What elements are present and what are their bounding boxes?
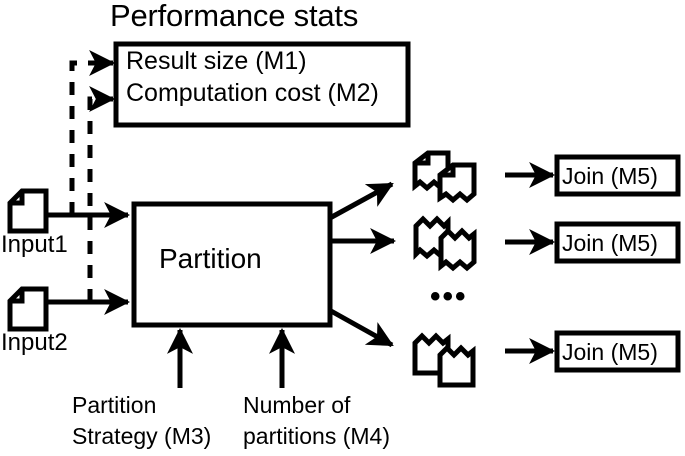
number-of-partitions-label-line2: partitions (M4) [243,423,390,449]
feedback-dashed-line-2 [87,86,116,302]
ellipsis-more-partitions: ••• [430,280,468,313]
join-box-outline-3 [554,330,681,373]
partition-strategy-label-line1: Partition [72,392,157,418]
document-icon-input2 [7,286,49,332]
document-icon-input1 [7,188,49,234]
stats-metric-result-size: Result size (M1) [126,47,307,75]
performance-stats-box-outline [113,41,411,128]
join-box-label-3: Join (M5) [562,339,658,365]
number-of-partitions-label-line1: Number of [243,392,351,418]
input2-label: Input2 [1,329,68,356]
page-title: Performance stats [110,0,359,33]
partition-strategy-label-line2: Strategy (M3) [72,423,212,449]
stats-metric-computation-cost: Computation cost (M2) [126,79,379,107]
feedback-dashed-line-1 [69,50,116,215]
partition-documents-icon-3 [412,332,476,388]
partition-node-label: Partition [159,243,262,274]
join-box-outline-2 [554,221,681,264]
arrow-partition-output-3 [329,308,394,348]
arrow-partition-output-1 [328,181,394,221]
partition-box-outline [131,201,333,328]
join-box-label-1: Join (M5) [562,163,658,189]
join-box-label-2: Join (M5) [562,230,658,256]
partition-documents-icon-1 [412,150,477,204]
join-box-outline-1 [554,154,681,197]
input1-label: Input1 [1,231,68,258]
partition-documents-icon-2 [413,215,477,272]
